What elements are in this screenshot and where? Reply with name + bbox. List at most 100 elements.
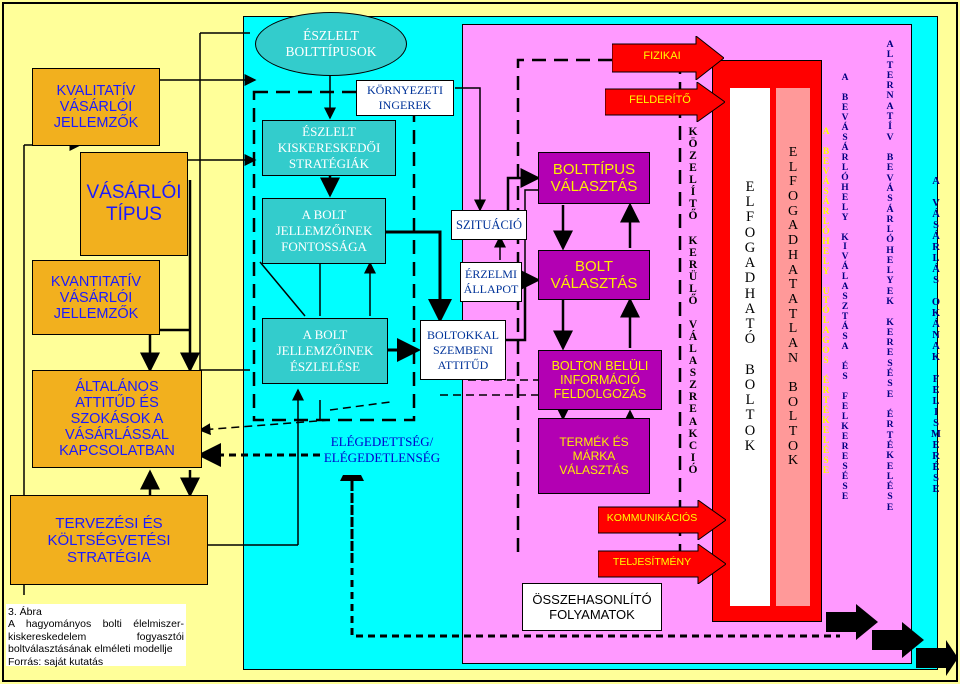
vertical-letter: I <box>933 407 939 419</box>
vertical-letter: S <box>842 132 848 143</box>
figure-source: Forrás: saját kutatás <box>8 655 104 668</box>
termek-marka-box: TERMÉK ÉS MÁRKA VÁLASZTÁS <box>538 418 650 494</box>
vertical-letter: Z <box>689 379 697 392</box>
vertical-letter: E <box>822 156 830 167</box>
vertical-letter: R <box>841 441 849 452</box>
vertical-letter: E <box>886 501 894 513</box>
vertical-letter: I <box>843 242 847 253</box>
vertical-letter: V <box>822 166 830 177</box>
felderito-arrow-shape <box>605 82 725 122</box>
vertical-letter: R <box>932 451 940 463</box>
vertical-letter <box>692 307 695 319</box>
vertical-letter: Y <box>822 266 830 277</box>
vertical-letter: S <box>933 418 939 430</box>
vertical-letter: T <box>788 277 798 293</box>
vertical-letter: Á <box>841 262 849 273</box>
vertical-letter: Á <box>841 322 849 333</box>
vertical-letter <box>791 366 795 381</box>
vertical-letter: Á <box>822 196 830 207</box>
osszehasonlito-box: ÖSSZEHASONLÍTÓ FOLYAMATOK <box>522 583 662 631</box>
vertical-letter: É <box>932 462 940 474</box>
vertical-letter: K <box>931 308 941 320</box>
vertical-letter: O <box>787 394 799 410</box>
vertical-letter: Ő <box>688 210 698 223</box>
vertical-letter: E <box>788 145 798 160</box>
vertical-letter: V <box>932 198 940 210</box>
vertical-letter: E <box>689 162 697 175</box>
teljesitmeny-label: TELJESÍTMÉNY <box>612 556 692 568</box>
kommunikacios-arrow-shape <box>598 500 726 540</box>
vertical-letter: S <box>823 186 829 197</box>
vertical-letter: V <box>841 112 849 123</box>
vertical-letter: Ü <box>688 270 698 283</box>
eszlelt-bolttipusok-ellipse: ÉSZLELT BOLTTÍPUSOK <box>255 12 407 76</box>
vertical-letter: A <box>932 341 940 353</box>
altalanos-box: ÁLTALÁNOS ATTITŰD ÉS SZOKÁSOK A VÁSÁRLÁS… <box>32 370 202 468</box>
vertical-letter: E <box>886 285 894 297</box>
vertical-letter: K <box>841 421 849 432</box>
vertical-letter: Á <box>932 264 940 276</box>
vertical-letter: E <box>841 431 849 442</box>
vertical-letter: A <box>787 218 799 234</box>
vertical-letter: E <box>886 388 894 400</box>
vertical-letter: S <box>933 473 939 485</box>
vertical-letter: R <box>886 213 894 225</box>
bolt-valasztas-box: BOLT VÁLASZTÁS <box>538 250 650 300</box>
vertical-letter: S <box>842 292 848 303</box>
vertical-letter: Á <box>822 176 830 187</box>
vertical-letter: R <box>886 80 894 92</box>
vertical-letter: K <box>822 416 830 427</box>
vertical-letter: Á <box>886 203 894 215</box>
vertical-letter: L <box>886 265 894 277</box>
vertical-letter <box>825 278 827 288</box>
vertical-letter: Ó <box>822 306 830 317</box>
vertical-letter: L <box>932 396 940 408</box>
vertical-letter: A <box>787 335 799 351</box>
vertical-letter: É <box>841 471 849 482</box>
vertical-letter: H <box>822 236 830 247</box>
vertical-letter: I <box>690 451 696 464</box>
vertical-letter: L <box>822 216 830 227</box>
vertical-letter: T <box>745 407 755 424</box>
vertical-letter: R <box>822 206 830 217</box>
vertical-letter: Z <box>689 150 697 163</box>
vertical-letter <box>935 187 938 198</box>
vertical-letter: Z <box>841 302 849 313</box>
vertical-letter: G <box>822 336 830 347</box>
vertical-letter: Á <box>886 182 894 194</box>
vertical-letter: Ó <box>688 463 698 476</box>
vertical-letter: O <box>931 297 941 309</box>
vertical-letter <box>935 363 938 374</box>
vertical-letter: K <box>841 232 849 243</box>
vertical-letter: S <box>933 220 939 232</box>
vertical-letter: H <box>744 285 756 302</box>
vertical-letter: L <box>886 470 894 482</box>
vertical-letter: T <box>689 198 697 211</box>
vertical-letter: T <box>886 59 894 71</box>
vertical-letter: A <box>787 291 799 307</box>
vertical-letter: Ó <box>841 172 849 183</box>
vertical-letter: L <box>689 343 697 356</box>
felderito-arrow: FELDERÍTŐ <box>605 82 725 122</box>
vertical-letter: Á <box>688 331 698 344</box>
vertical-letter: S <box>842 332 848 343</box>
vertical-letter: V <box>841 252 849 263</box>
vertical-letter: K <box>688 234 698 247</box>
bolt-jellemzoinek-eszlelese-box: A BOLT JELLEMZŐINEK ÉSZLELÉSE <box>262 318 388 384</box>
figure-number: 3. Ábra <box>8 606 42 618</box>
vertical-letter: F <box>842 392 848 402</box>
vertical-letter: H <box>787 247 799 263</box>
vertical-letter: Y <box>886 275 894 287</box>
vertical-letter: S <box>842 372 848 383</box>
vertical-letter: R <box>688 258 698 271</box>
vertical-letter: E <box>932 484 940 496</box>
vertical-letter: Í <box>690 186 696 199</box>
kvantitativ-box: KVANTITATÍV VÁSÁRLÓI JELLEMZŐK <box>32 260 160 335</box>
vertical-letter: T <box>745 315 755 332</box>
boltokkal-szembeni-attitud-box: BOLTOKKAL SZEMBENI ATTITŰD <box>420 320 506 380</box>
vertical-letter: K <box>886 296 894 308</box>
bolttipus-valasztas-box: BOLTTÍPUS VÁLASZTÁS <box>538 152 650 204</box>
